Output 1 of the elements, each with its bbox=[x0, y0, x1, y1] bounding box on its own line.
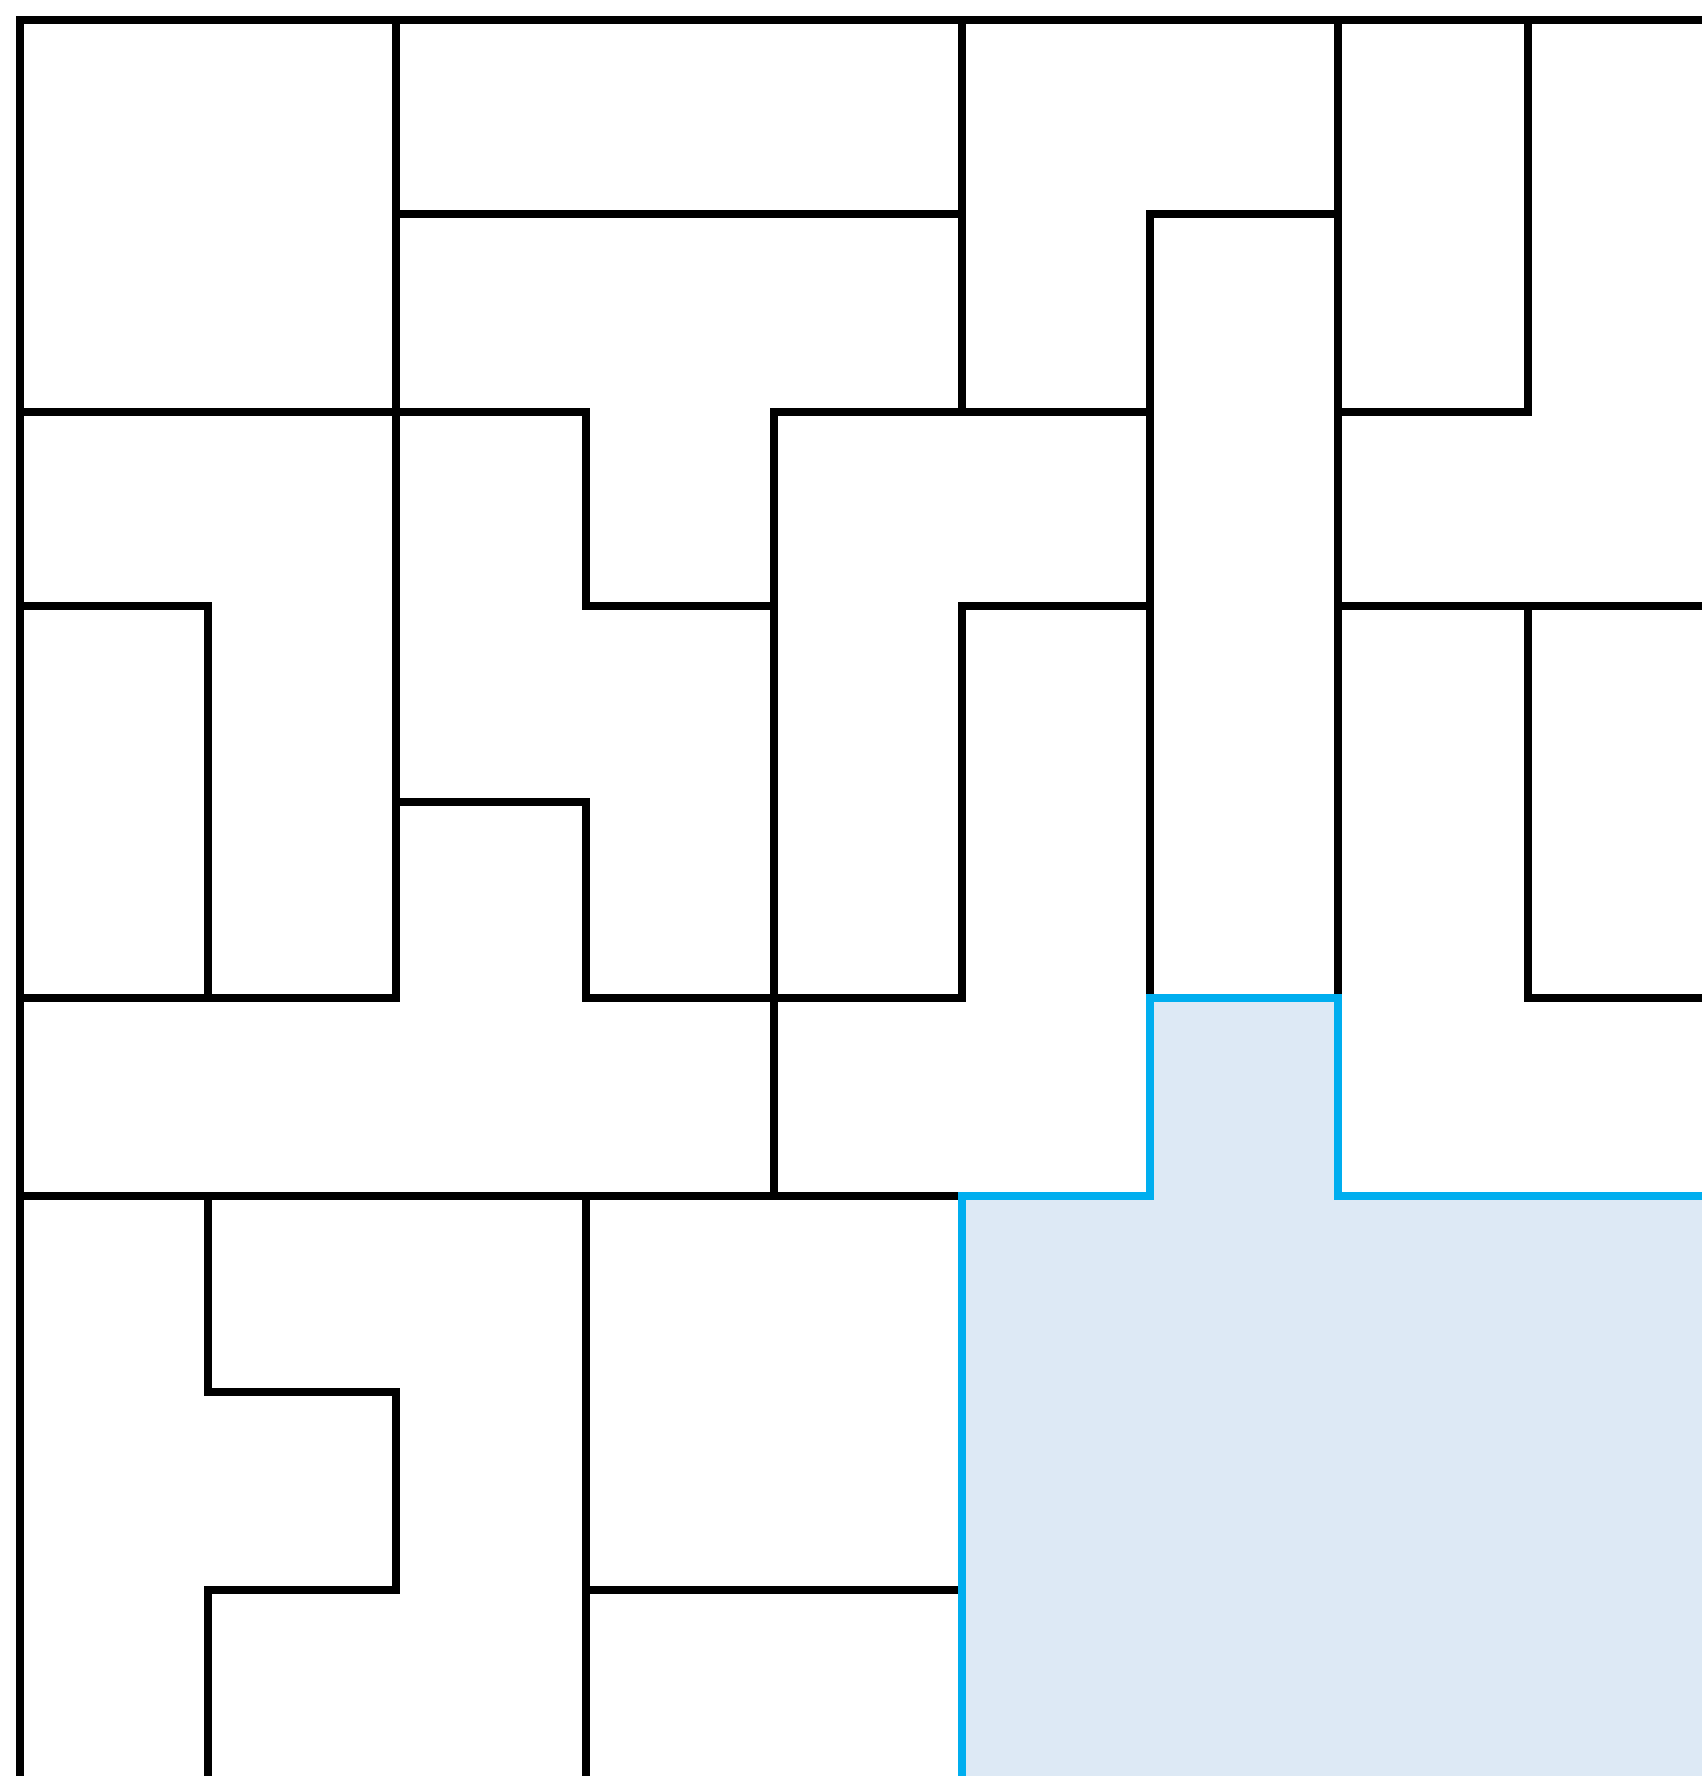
highlighted-region bbox=[958, 994, 1702, 1776]
